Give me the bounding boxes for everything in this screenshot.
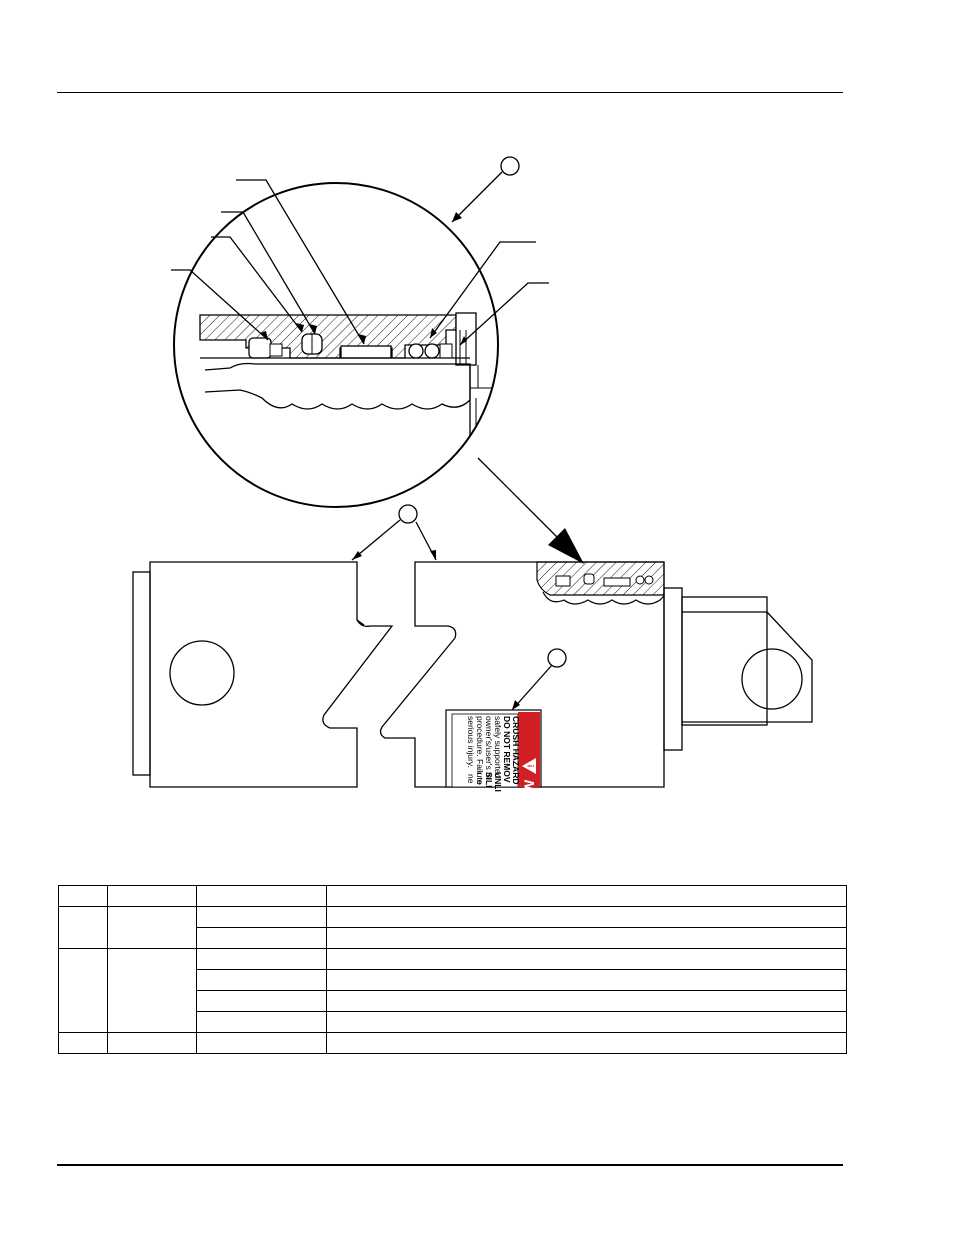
table-cell: [58, 948, 108, 1033]
parts-table: [58, 885, 847, 1054]
header-cell: [326, 885, 847, 907]
table-cell: [107, 948, 197, 1033]
callout-balloon-decal: [547, 648, 567, 668]
table-cell: [107, 906, 197, 949]
table-cell: [58, 1032, 108, 1054]
table-cell: [326, 1011, 847, 1033]
table-header-row: [58, 885, 847, 907]
table-cell: [326, 948, 847, 970]
header-cell: [58, 885, 108, 907]
table-cell: [107, 1032, 197, 1054]
callout-balloon-barrel: [398, 504, 418, 524]
table-cell: [196, 906, 327, 928]
decal-header-letter: W: [521, 779, 537, 793]
footer-rule: [57, 1164, 843, 1166]
table-row: [58, 906, 847, 949]
header-cell: [196, 885, 327, 907]
cylinder-assembly: [132, 561, 813, 788]
barrel-leaders: [351, 519, 437, 561]
decal-fragment: r to: [475, 772, 485, 785]
table-cell: [196, 927, 327, 949]
decal-fragment: SILI: [484, 772, 494, 788]
table-cell: [326, 906, 847, 928]
detail-view: [173, 182, 499, 508]
callout-balloon-detail: [500, 156, 520, 176]
decal-line: DO NOT REMOV: [502, 716, 512, 783]
header-cell: [107, 885, 197, 907]
decal-line: serious injury.: [466, 716, 476, 768]
decal-line: safely supported: [493, 716, 503, 779]
decal-line: owner's/user's m: [484, 716, 494, 779]
detail-leaders: [171, 171, 549, 346]
table-cell: [196, 969, 327, 991]
table-row: [58, 948, 847, 1033]
decal-line: procedure. Failure: [475, 716, 485, 785]
table-cell: [326, 1032, 847, 1054]
table-row: [58, 1032, 847, 1054]
header-rule: [57, 92, 843, 93]
detail-section: [199, 312, 498, 455]
decal-fragment: UNLI: [493, 772, 503, 792]
barrel-cutaway: [536, 561, 665, 605]
warning-triangle-icon: !: [526, 765, 536, 768]
decal-fragment: ne: [466, 774, 476, 784]
table-cell: [196, 1032, 327, 1054]
table-cell: [196, 948, 327, 970]
decal-leader: [511, 664, 553, 711]
table-cell: [58, 906, 108, 949]
table-cell: [326, 969, 847, 991]
table-cell: [326, 990, 847, 1012]
decal-title: CRUSH HAZARD: [511, 716, 521, 784]
detail-pointer-arrow: [477, 457, 584, 564]
table-cell: [326, 927, 847, 949]
table-cell: [196, 1011, 327, 1033]
table-cell: [196, 990, 327, 1012]
warning-decal: ! W CRUSH HAZARD DO NOT REMOV safely sup…: [445, 709, 542, 793]
